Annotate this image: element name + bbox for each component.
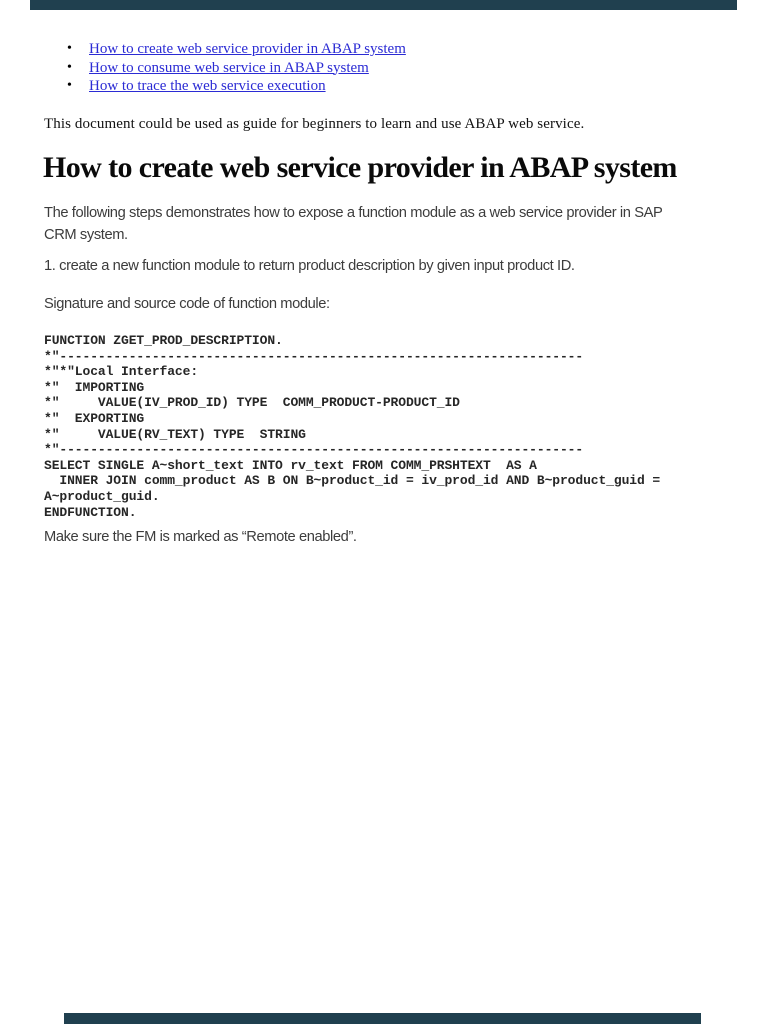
toc-list: How to create web service provider in AB… <box>67 40 406 96</box>
toc-item: How to consume web service in ABAP syste… <box>67 59 406 78</box>
following-steps-paragraph: The following steps demonstrates how to … <box>44 205 663 243</box>
toc-link-consume-service[interactable]: How to consume web service in ABAP syste… <box>89 59 369 76</box>
toc-item: How to create web service provider in AB… <box>67 40 406 59</box>
abap-code-block: FUNCTION ZGET_PROD_DESCRIPTION. *"------… <box>44 333 661 520</box>
toc-item: How to trace the web service execution <box>67 77 406 96</box>
bottom-edge-bar <box>64 1013 701 1024</box>
intro-paragraph: This document could be used as guide for… <box>44 116 585 132</box>
remote-enabled-note: Make sure the FM is marked as “Remote en… <box>44 529 357 545</box>
toc-link-create-provider[interactable]: How to create web service provider in AB… <box>89 41 406 57</box>
top-edge-bar <box>30 0 737 10</box>
signature-caption: Signature and source code of function mo… <box>44 296 330 312</box>
main-heading: How to create web service provider in AB… <box>43 151 677 184</box>
toc-link-trace-execution[interactable]: How to trace the web service execution <box>89 78 326 95</box>
step-1-text: 1. create a new function module to retur… <box>44 258 575 274</box>
